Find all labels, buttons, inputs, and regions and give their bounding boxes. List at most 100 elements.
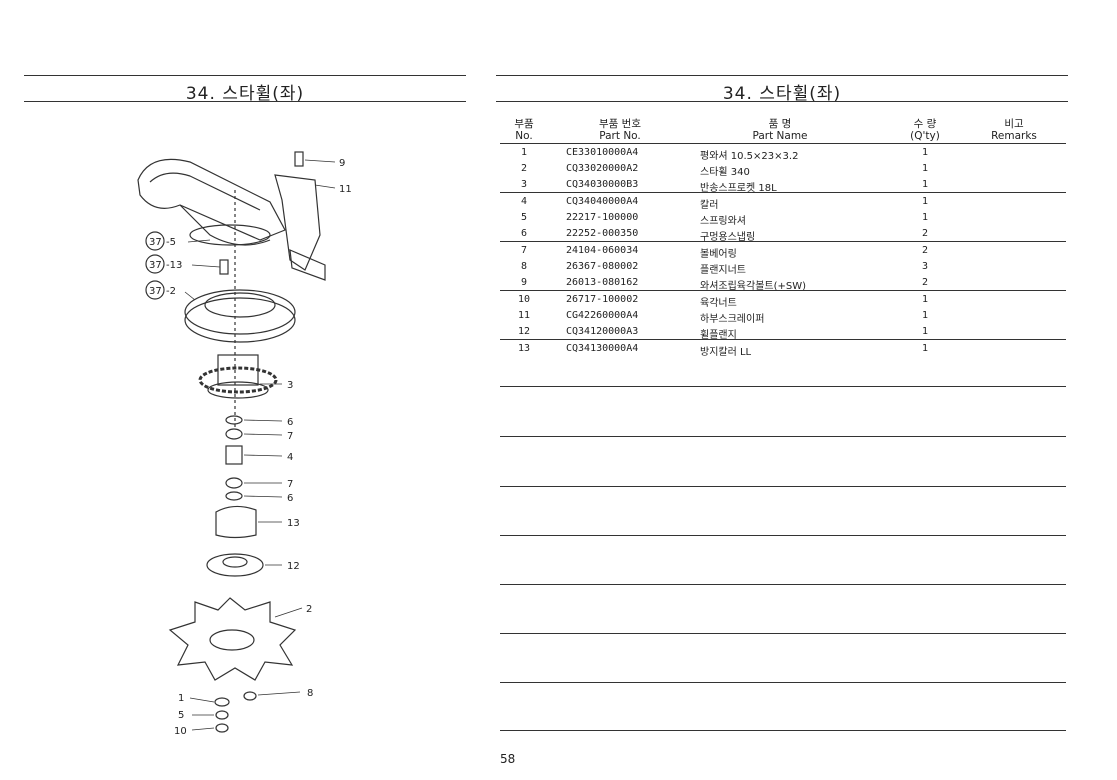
frame-plate-ellipse xyxy=(189,224,271,246)
leader-8 xyxy=(257,691,301,696)
label-1: 1 xyxy=(178,693,184,704)
cell-part-number: 22252-000350 xyxy=(566,228,639,239)
cell-part-name: 구멍용스냅링 xyxy=(700,232,756,243)
cell-part-name: 육각너트 xyxy=(700,298,737,309)
label-8: 8 xyxy=(307,688,313,699)
cell-part-name: 하부스크레이퍼 xyxy=(700,314,765,325)
star-wheel-hub xyxy=(209,629,255,651)
ref-circle-37-c xyxy=(145,280,165,300)
header-no-en: No. xyxy=(515,130,533,142)
label-12: 12 xyxy=(287,561,300,572)
right-title-rule-bottom xyxy=(496,101,1068,102)
frame-inner-line xyxy=(149,172,261,211)
cell-no: 4 xyxy=(520,196,528,207)
flange-nut-8-shape xyxy=(243,691,257,701)
exploded-parts-diagram: 9 11 37 -5 37 -13 37 -2 3 6 7 4 7 6 13 1… xyxy=(137,151,352,737)
cell-qty: 1 xyxy=(921,294,929,305)
blank-ruled-line xyxy=(500,386,1066,387)
label-11: 11 xyxy=(339,184,352,195)
header-pn-ko: 부품 번호 xyxy=(599,118,641,130)
cell-part-number: CE33010000A4 xyxy=(566,147,639,158)
header-name-ko: 품 명 xyxy=(768,118,792,130)
snap-ring-6b-shape xyxy=(225,491,243,501)
cell-no: 11 xyxy=(517,310,531,321)
page-number: 58 xyxy=(500,752,516,766)
wheel-flange-disc-bottom xyxy=(184,297,296,343)
sprocket-teeth-shape xyxy=(198,366,278,394)
cell-qty: 1 xyxy=(921,163,929,174)
cell-qty: 3 xyxy=(921,261,929,272)
label-2b: 2 xyxy=(306,604,312,615)
cell-no: 5 xyxy=(520,212,528,223)
label-3: 3 xyxy=(287,380,293,391)
right-section-title: 34. 스타휠(좌) xyxy=(722,84,842,104)
cell-no: 8 xyxy=(520,261,528,272)
header-part-no: 부품 No. xyxy=(500,118,548,142)
header-remarks: 비고 Remarks xyxy=(975,118,1053,142)
leader-5 xyxy=(187,239,211,243)
cell-qty: 1 xyxy=(921,147,929,158)
cell-qty: 1 xyxy=(921,343,929,354)
cell-qty: 1 xyxy=(921,310,929,321)
label-5: -5 xyxy=(166,237,176,248)
cell-part-name: 칼러 xyxy=(700,200,719,211)
leader-11 xyxy=(314,184,336,189)
cell-no: 1 xyxy=(520,147,528,158)
label-13: -13 xyxy=(166,260,182,271)
table-row: 1 CE33010000A4 평와셔 10.5×23×3.2 1 xyxy=(500,145,1066,162)
blank-ruled-line xyxy=(500,633,1066,634)
row-group-divider xyxy=(500,241,1066,242)
label-37a: 37 xyxy=(149,237,162,248)
cell-no: 2 xyxy=(520,163,528,174)
cell-qty: 1 xyxy=(921,179,929,190)
cell-part-number: CQ34040000A4 xyxy=(566,196,639,207)
blank-ruled-line xyxy=(500,486,1066,487)
label-9: 9 xyxy=(339,158,345,169)
label-10: 10 xyxy=(174,726,187,737)
cell-no: 7 xyxy=(520,245,528,256)
cell-part-number: CQ34130000A4 xyxy=(566,343,639,354)
scraper-body-shape xyxy=(274,174,321,271)
cell-qty: 1 xyxy=(921,212,929,223)
header-no-ko: 부품 xyxy=(514,118,534,130)
bearing-7a-shape xyxy=(225,428,243,440)
blank-ruled-line xyxy=(500,584,1066,585)
header-part-number: 부품 번호 Part No. xyxy=(565,118,675,142)
ref-circle-37-b xyxy=(145,254,165,274)
cell-part-name: 방지칼러 LL xyxy=(700,347,752,358)
right-title-rule-top xyxy=(496,75,1068,76)
header-name-en: Part Name xyxy=(752,130,808,142)
cell-part-name: 평와셔 10.5×23×3.2 xyxy=(700,151,799,162)
snap-ring-6a-shape xyxy=(225,415,243,425)
row-group-divider xyxy=(500,339,1066,340)
cell-qty: 2 xyxy=(921,277,929,288)
leader-1 xyxy=(189,697,215,703)
cell-part-number: CQ34120000A3 xyxy=(566,326,639,337)
flange-12-inner xyxy=(222,556,248,568)
cell-part-number: 26367-080002 xyxy=(566,261,639,272)
cell-part-number: CG42260000A4 xyxy=(566,310,639,321)
row-group-divider xyxy=(500,192,1066,193)
header-rem-ko: 비고 xyxy=(1004,118,1024,130)
cell-part-number: 26717-100002 xyxy=(566,294,639,305)
label-7b: 7 xyxy=(287,479,293,490)
blank-ruled-line xyxy=(500,436,1066,437)
cell-qty: 1 xyxy=(921,196,929,207)
flange-12-outer xyxy=(206,553,264,577)
bearing-7b-shape xyxy=(225,477,243,489)
cell-part-number: 24104-060034 xyxy=(566,245,639,256)
sprocket-base-shape xyxy=(207,381,269,399)
label-4: 4 xyxy=(287,452,293,463)
wheel-flange-disc-top xyxy=(184,289,296,335)
leader-7a xyxy=(243,433,283,436)
cell-no: 13 xyxy=(517,343,531,354)
cell-no: 6 xyxy=(520,228,528,239)
cell-no: 3 xyxy=(520,179,528,190)
cell-part-number: CQ34030000B3 xyxy=(566,179,639,190)
washer-1-shape xyxy=(214,697,230,707)
label-5b: 5 xyxy=(178,710,184,721)
